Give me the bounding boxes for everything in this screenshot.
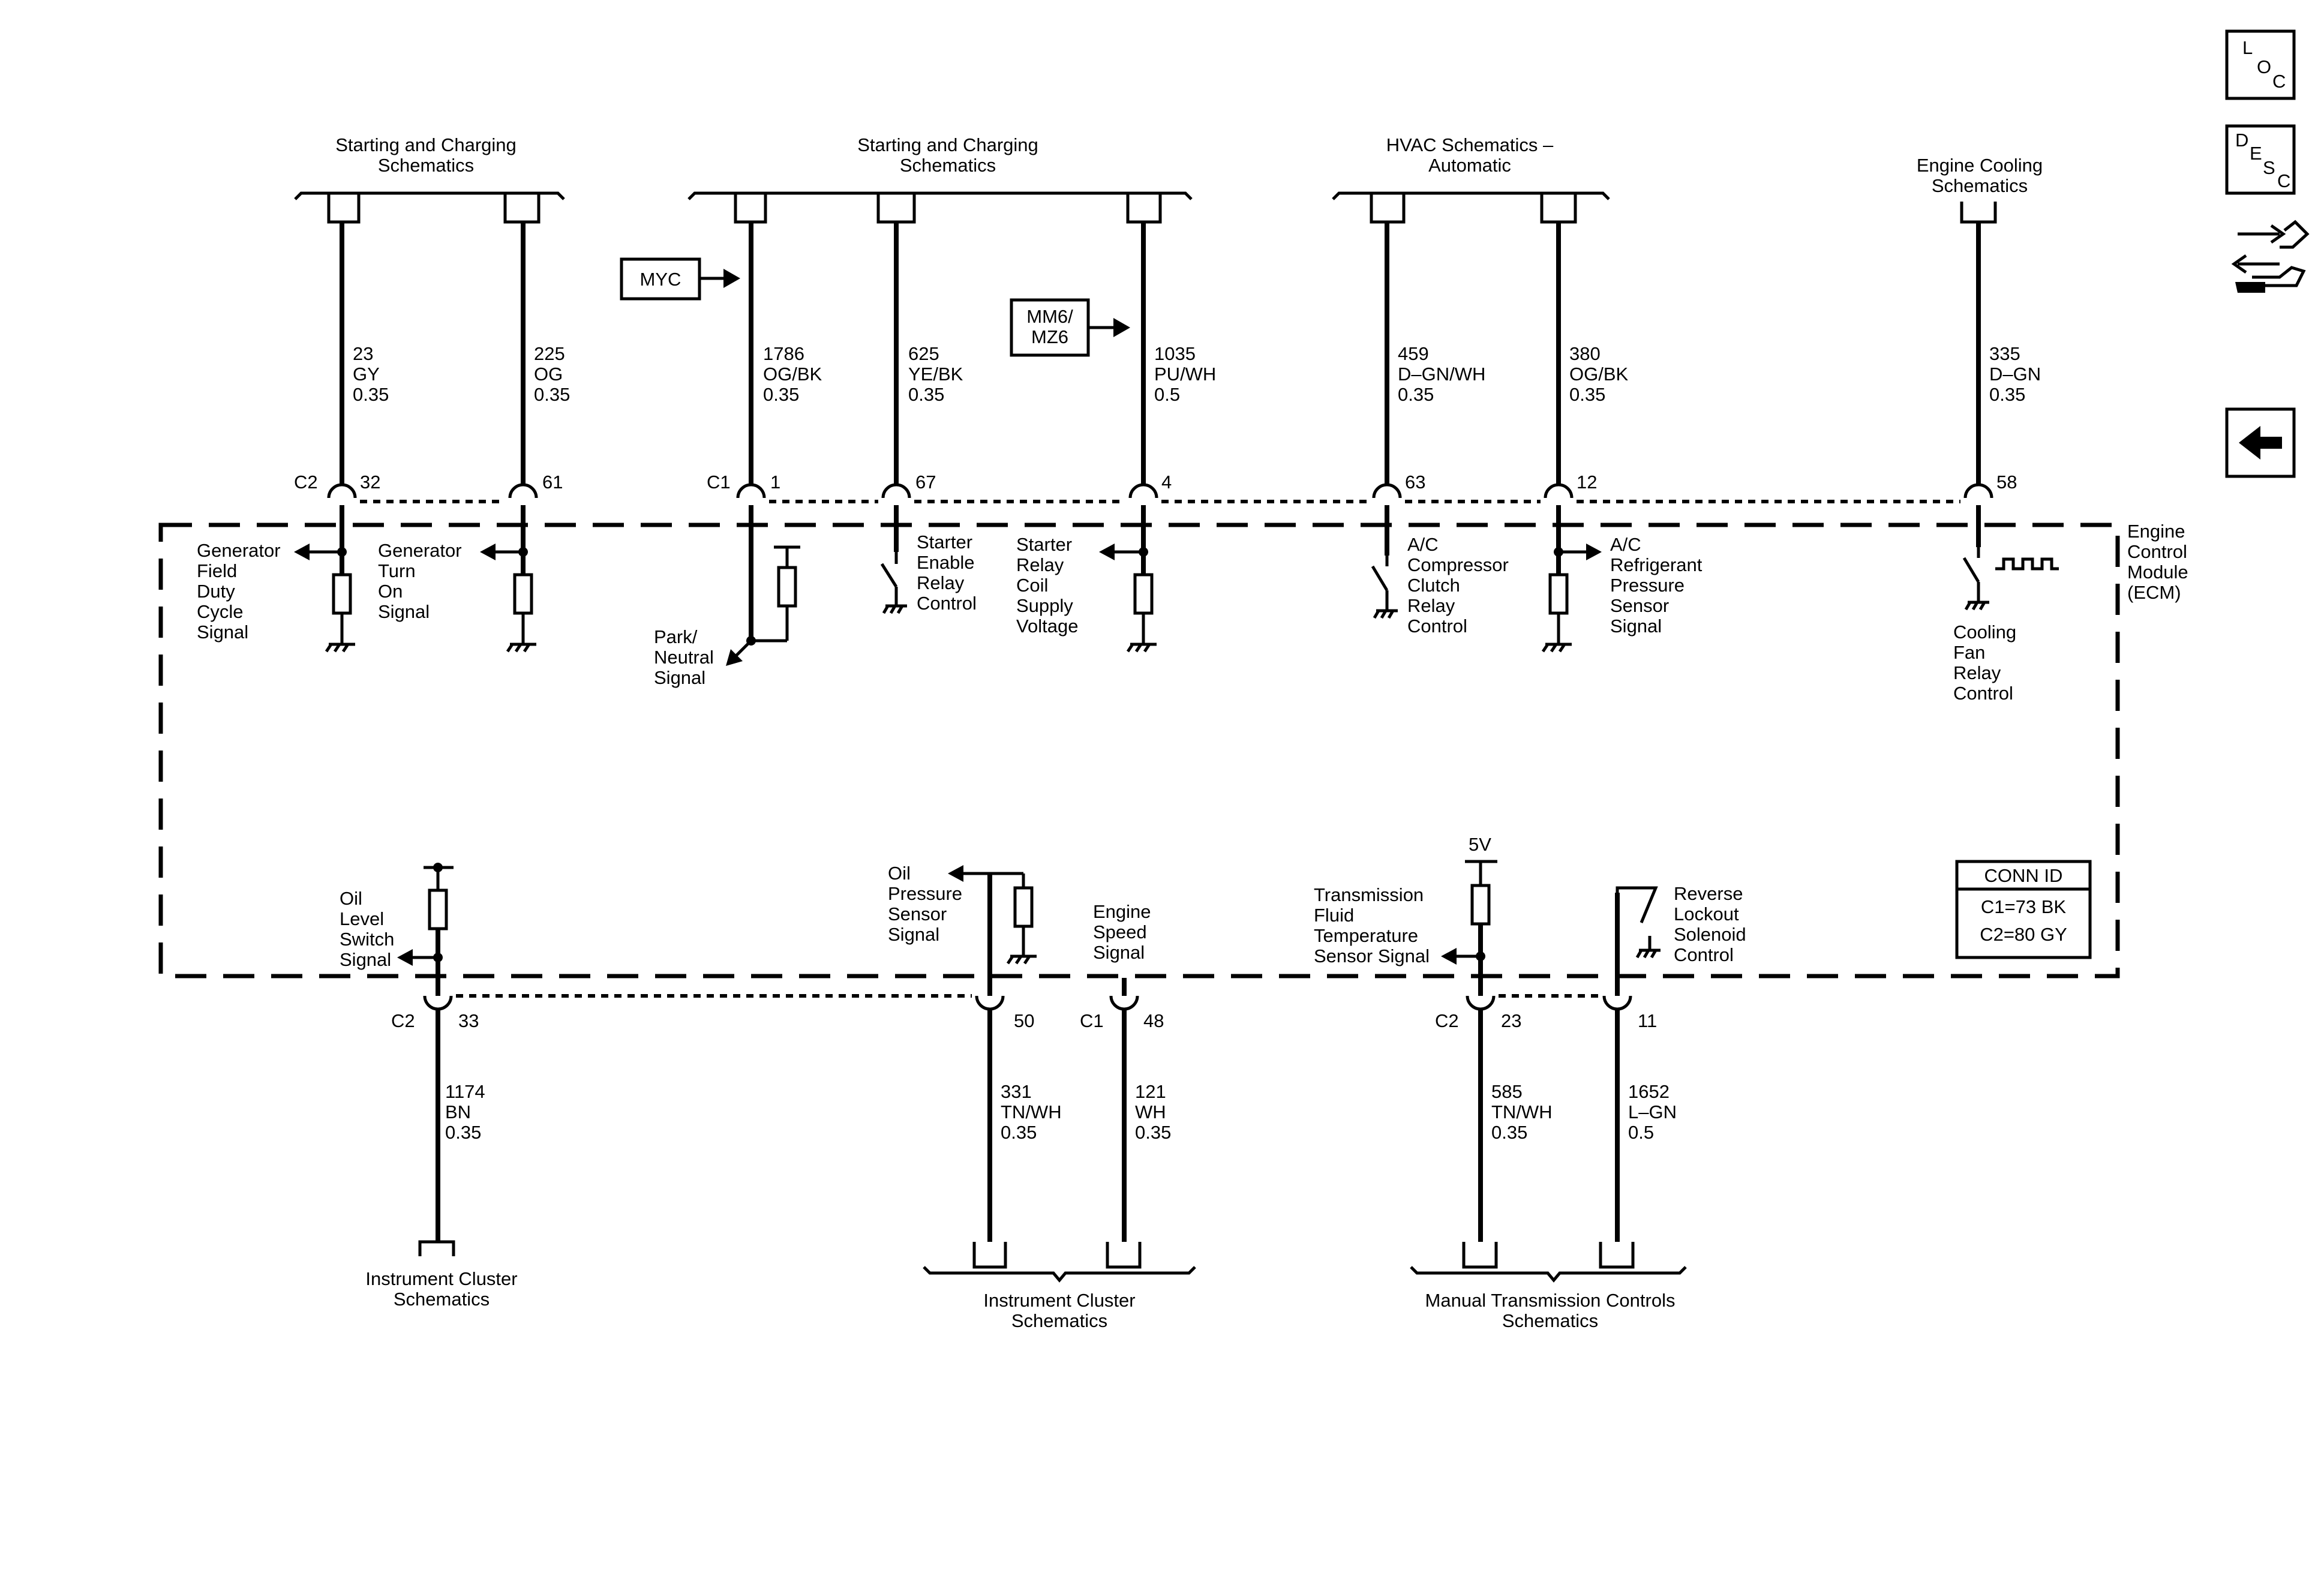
svg-text:CONN ID: CONN ID [1984,865,2063,886]
trans-temp-circuit: 5V [1441,834,1497,996]
pin-number: 33 [458,1010,479,1031]
pin-number: 61 [542,472,563,493]
starter-relay-circuit [1099,505,1157,653]
connector-c2-bottom: C2 [1435,1010,1459,1031]
gen-field-circuit [294,505,355,653]
option-myc[interactable]: MYC [620,257,740,301]
dest-hvac-automatic[interactable]: HVAC Schematics –Automatic [1332,134,1610,224]
svg-text:C2=80 GY: C2=80 GY [1980,924,2067,945]
svg-text:C: C [2272,71,2286,92]
loc-icon[interactable]: L O C [2225,29,2296,100]
conn-id-table: CONN ID C1=73 BK C2=80 GY [1955,860,2092,959]
connector-c2-bottom: C2 [391,1010,415,1031]
svg-text:MYC: MYC [640,269,681,290]
voltage-5v: 5V [1469,834,1491,855]
gen-turn-on-circuit [480,505,536,653]
pin-number: 63 [1405,472,1425,493]
svg-text:E: E [2250,143,2262,164]
connector-c2-top: C2 [294,472,318,493]
wire-top [340,222,1981,485]
ac-pressure-circuit [1541,505,1602,653]
ecm-module-label: Engine Control Module (ECM) [2127,521,2193,603]
pin-number: 12 [1577,472,1597,493]
park-neutral-circuit [726,505,800,666]
top-connector-pins [327,483,1993,503]
connector-c1-top: C1 [707,472,731,493]
svg-text:C1=73 BK: C1=73 BK [1981,896,2067,917]
pin-number: 67 [915,472,936,493]
pin-number: 23 [1501,1010,1521,1031]
pin-number: 11 [1638,1010,1657,1031]
connector-icon[interactable] [2231,220,2310,293]
connector-c1-bottom: C1 [1080,1010,1104,1031]
back-arrow-icon[interactable] [2225,407,2296,478]
svg-text:D: D [2235,130,2248,151]
starter-enable-switch [880,505,907,614]
oil-pressure-circuit [948,865,1037,996]
reverse-lockout-switch [1615,886,1661,996]
svg-text:C: C [2277,170,2290,191]
cooling-fan-switch [1962,505,2059,611]
pin-number: 1 [770,472,780,493]
svg-text:MM6/MZ6: MM6/MZ6 [1026,306,1073,347]
ecm-module-boundary [158,523,2120,978]
svg-text:L: L [2242,37,2253,58]
bottom-connector-pins [423,994,1632,1011]
wire-bottom [436,1008,1620,1242]
svg-text:HVAC Schematics –Automatic: HVAC Schematics –Automatic [1386,134,1554,176]
desc-icon[interactable]: D E S C [2225,124,2296,195]
pin-number: 50 [1014,1010,1034,1031]
pin-number: 32 [360,472,380,493]
pin-number: 4 [1161,472,1172,493]
svg-text:S: S [2263,157,2275,178]
svg-text:O: O [2257,56,2271,77]
oil-level-circuit [397,863,454,996]
pin-number: 58 [1996,472,2017,493]
option-mm6-mz6[interactable]: MM6/MZ6 [1010,298,1130,357]
pin-number: 48 [1143,1010,1164,1031]
ac-clutch-switch [1371,505,1398,619]
